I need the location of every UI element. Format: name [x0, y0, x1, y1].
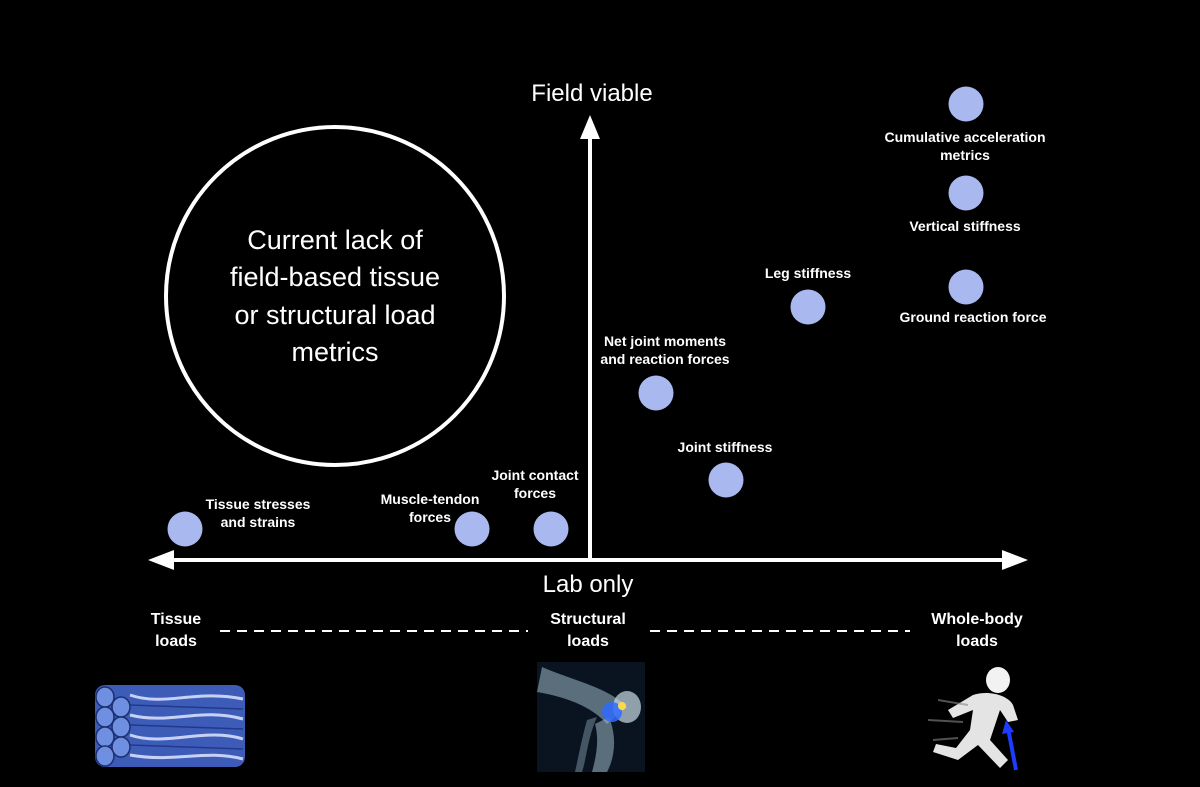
- point-label-tissue-stresses: Tissue stresses and strains: [205, 496, 311, 531]
- point-label-muscle-tendon: Muscle-tendon forces: [380, 491, 480, 526]
- point-label-vertical-stiffness: Vertical stiffness: [909, 218, 1021, 234]
- gap-circle: [164, 125, 506, 467]
- point-net-joint: [638, 375, 674, 411]
- point-label-cumulative-acceleration: Cumulative acceleration metrics: [884, 129, 1046, 164]
- point-label-leg-stiffness: Leg stiffness: [764, 265, 852, 281]
- point-label-joint-contact: Joint contact forces: [491, 467, 579, 502]
- x-axis-title: Lab only: [542, 571, 634, 598]
- running-figure-icon: [927, 667, 1018, 771]
- point-tissue-stresses: [167, 511, 203, 547]
- x-axis-left-arrow: [148, 550, 174, 570]
- y-axis-title: Field viable: [531, 80, 653, 107]
- scale-label-tissue: Tissue loads: [150, 611, 202, 651]
- point-muscle-tendon: [454, 511, 490, 547]
- point-vertical-stiffness: [948, 175, 984, 211]
- points-layer: [167, 86, 984, 547]
- point-label-ground-reaction: Ground reaction force: [899, 309, 1047, 325]
- point-joint-stiffness: [708, 462, 744, 498]
- x-axis-right-arrow: [1002, 550, 1028, 570]
- point-label-joint-stiffness: Joint stiffness: [677, 439, 773, 455]
- point-label-net-joint: Net joint moments and reaction forces: [600, 333, 730, 368]
- point-joint-contact: [533, 511, 569, 547]
- point-cumulative-acceleration: [948, 86, 984, 122]
- scale-label-whole-body: Whole-body loads: [931, 611, 1023, 651]
- knee-joint-icon: [537, 662, 645, 772]
- muscle-fiber-icon: [95, 685, 245, 767]
- point-leg-stiffness: [790, 289, 826, 325]
- gap-circle-text: Current lack of field-based tissue or st…: [229, 225, 441, 367]
- y-axis-arrow: [580, 115, 600, 139]
- scale-label-structural: Structural loads: [550, 611, 626, 651]
- point-ground-reaction: [948, 269, 984, 305]
